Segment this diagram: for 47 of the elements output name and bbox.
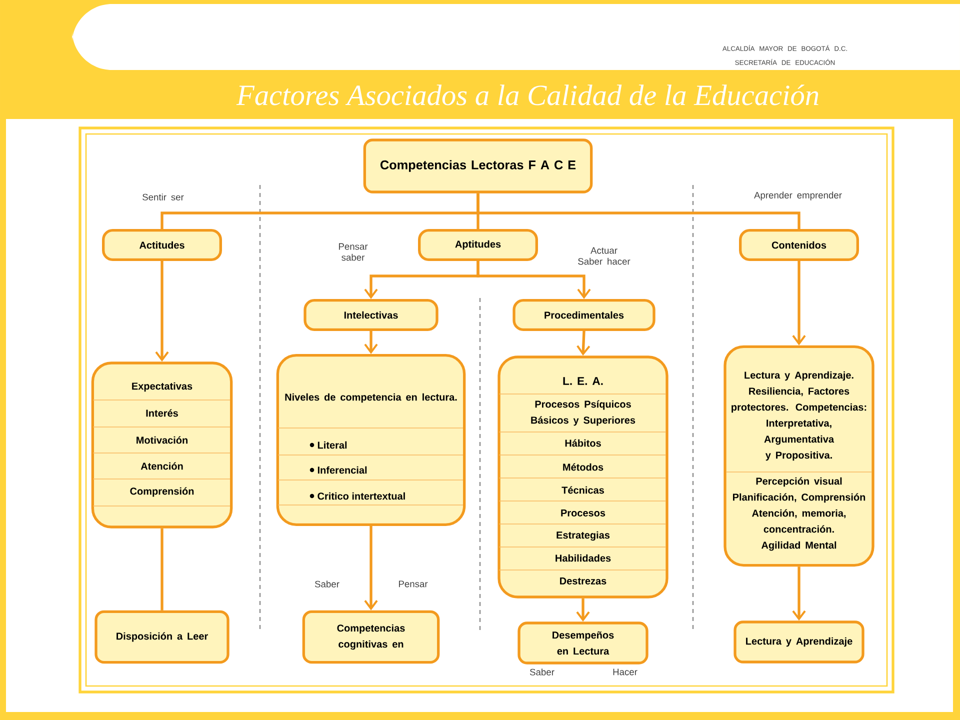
list-item: Motivación (136, 436, 188, 444)
process-box: Disposición a Leer (94, 610, 230, 664)
category-box: Actitudes (102, 229, 222, 261)
list-item: Habilidades (556, 554, 611, 562)
branch-label: Pensar saber (339, 243, 368, 261)
process-box: Competencias cognitivas en (302, 610, 440, 664)
list-item: Estrategias (556, 531, 610, 541)
arrow (576, 598, 590, 622)
list-item: Comprensión (130, 487, 194, 497)
branch-label: Pensar (399, 580, 428, 588)
branch-label: Aprender emprender (754, 192, 842, 200)
title: Factores Asociados a la Calidad de la Educación (236, 84, 818, 106)
list-item: Lectura y Aprendizaje. Resiliencia, Factores protectores. Competencias: Interpretativa, Argumentativa y Propositiva. (732, 371, 866, 461)
list-item: Procesos (561, 510, 606, 516)
list-item: Percepción visual Planificación, Comprensión Atención, memoria, concentración. Agilidad Mental (733, 477, 866, 551)
list-item: Inferencial (310, 466, 367, 474)
arrow (576, 330, 590, 356)
branch-label: Sentir ser (142, 194, 184, 200)
list-item: Critico intertextual (310, 492, 405, 500)
process-box: Competencias Lectoras F A C E (363, 138, 593, 194)
list-item: Atención (140, 462, 183, 470)
connector-line (476, 193, 800, 229)
category-box: Intelectivas (304, 299, 438, 331)
arrow (792, 261, 806, 346)
list-item: Interés (146, 409, 178, 417)
branch-label: Saber (314, 580, 340, 588)
list-item: Procesos Psíquicos Básicos y Superiores (531, 400, 636, 426)
list-item: Literal (310, 441, 347, 449)
list-item: Destrezas (560, 578, 606, 584)
category-box: Aptitudes (418, 229, 538, 261)
list-item: Expectativas (132, 382, 192, 392)
arrow (792, 566, 806, 621)
list-item: Niveles de competencia en lectura. (285, 393, 457, 403)
arrow (155, 261, 169, 362)
list-item: L. E. A. (563, 377, 603, 385)
list-item: Hábitos (565, 439, 601, 447)
list-item: Métodos (563, 463, 604, 471)
process-box: Lectura y Aprendizaje (734, 620, 864, 664)
arrow (476, 261, 591, 299)
arrow (364, 331, 378, 354)
category-box: Procedimentales (512, 299, 656, 331)
arrow (364, 526, 378, 610)
process-box: Desempeños en Lectura (518, 622, 648, 664)
list-item: Técnicas (562, 486, 604, 494)
connector-line (160, 528, 164, 610)
category-box: Contenidos (739, 229, 859, 261)
branch-label: Actuar Saber hacer (578, 247, 630, 265)
